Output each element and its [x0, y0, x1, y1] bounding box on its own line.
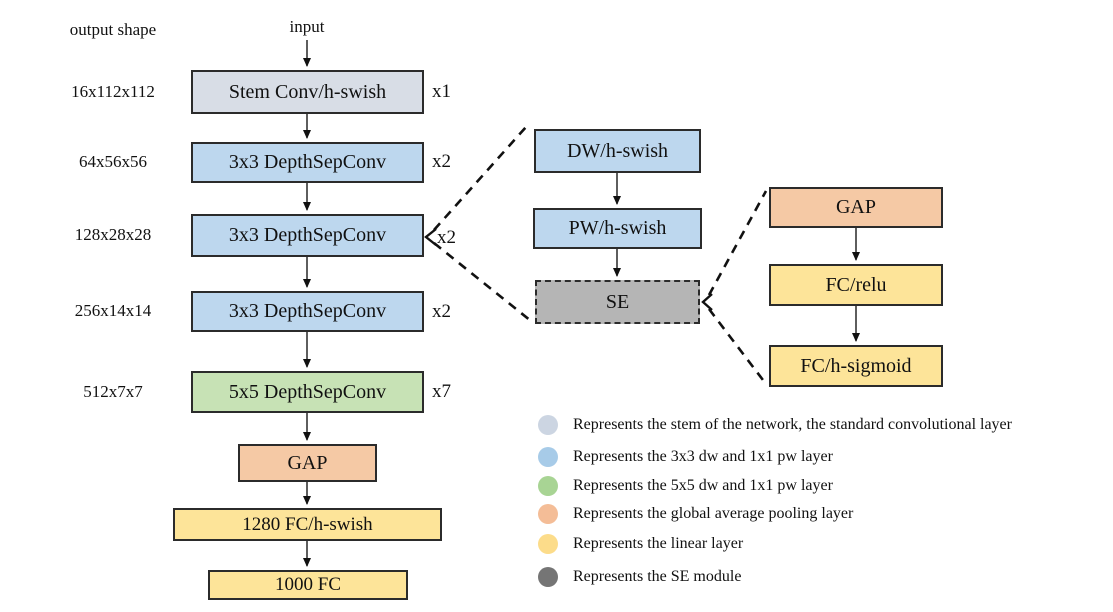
node-gap-se: GAP [769, 187, 943, 228]
legend-text-linear: Represents the linear layer [573, 535, 744, 552]
legend-dot-gap [538, 504, 558, 524]
node-fc-1000: 1000 FC [208, 570, 408, 600]
legend-dot-stem [538, 415, 558, 435]
output-shape-row-4: 512x7x7 [83, 382, 143, 401]
legend-text-5x5: Represents the 5x5 dw and 1x1 pw layer [573, 477, 833, 494]
node-depthsepconv-4: 5x5 DepthSepConv [191, 371, 424, 413]
node-depthsepconv-3: 3x3 DepthSepConv [191, 291, 424, 332]
multiplier-x2-a: x2 [432, 151, 451, 172]
node-fc-relu: FC/relu [769, 264, 943, 306]
node-se-module: SE [535, 280, 700, 324]
output-shape-row-3: 256x14x14 [74, 301, 152, 320]
multiplier-x2-c: x2 [432, 301, 451, 322]
expansion-chevrons [424, 228, 713, 311]
node-pw-hswish: PW/h-swish [533, 208, 702, 249]
legend-dot-5x5 [538, 476, 558, 496]
node-gap-main: GAP [238, 444, 377, 482]
legend-dot-linear [538, 534, 558, 554]
legend-text-gap: Represents the global average pooling la… [573, 505, 854, 522]
node-fc-hsigmoid: FC/h-sigmoid [769, 345, 943, 387]
legend-text-se: Represents the SE module [573, 568, 742, 585]
legend-text-stem: Represents the stem of the network, the … [573, 416, 1012, 433]
multiplier-x7: x7 [432, 381, 451, 402]
output-shape-row-1: 64x56x56 [79, 152, 147, 171]
output-shape-row-2: 128x28x28 [74, 225, 152, 244]
node-stem-conv: Stem Conv/h-swish [191, 70, 424, 114]
node-dw-hswish: DW/h-swish [534, 129, 701, 173]
expansion-dashed-lines [433, 126, 768, 385]
multiplier-x1: x1 [432, 81, 451, 102]
output-shape-header: output shape [69, 20, 157, 39]
multiplier-x2-b: x2 [437, 227, 456, 248]
output-shape-row-0: 16x112x112 [71, 82, 155, 101]
legend-text-3x3: Represents the 3x3 dw and 1x1 pw layer [573, 448, 833, 465]
legend-dot-3x3 [538, 447, 558, 467]
node-depthsepconv-1: 3x3 DepthSepConv [191, 142, 424, 183]
legend-dot-se [538, 567, 558, 587]
node-depthsepconv-2: 3x3 DepthSepConv [191, 214, 424, 257]
input-label: input [289, 17, 325, 36]
node-fc-1280: 1280 FC/h-swish [173, 508, 442, 541]
